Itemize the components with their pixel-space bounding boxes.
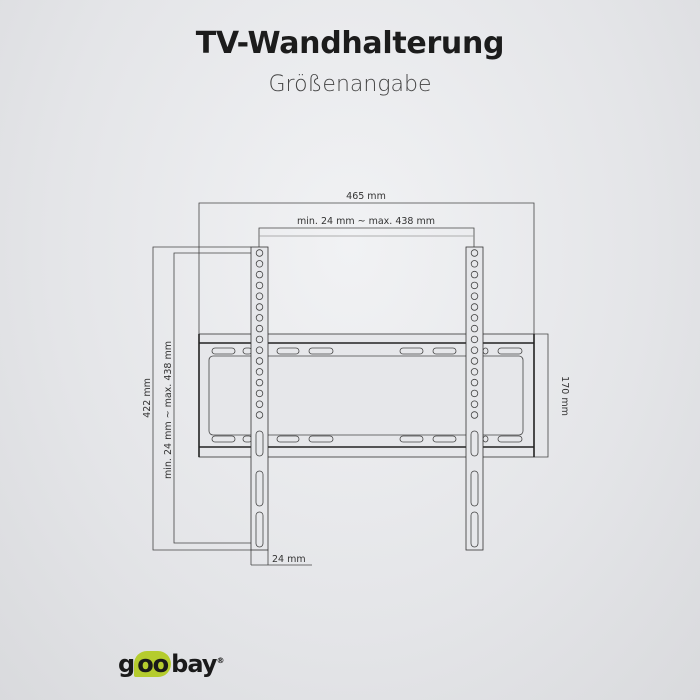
- dim-rail-spacing: min. 24 mm ~ max. 438 mm: [258, 216, 475, 253]
- svg-text:465 mm: 465 mm: [346, 191, 386, 202]
- rail-hole: [470, 281, 479, 290]
- frame-slot: [399, 435, 424, 443]
- rail-hole: [470, 292, 479, 300]
- rail-hole: [255, 260, 264, 268]
- frame-slot: [276, 435, 300, 443]
- frame-slot: [432, 347, 457, 355]
- dim-422: 422 mm: [142, 246, 251, 551]
- svg-text:170 mm: 170 mm: [559, 376, 570, 416]
- left-rail: [250, 246, 269, 551]
- rail-hole: [470, 411, 479, 419]
- svg-text:422 mm: 422 mm: [142, 378, 153, 418]
- wall-frame: [198, 333, 535, 458]
- frame-slot: [497, 435, 523, 443]
- rail-hole: [470, 400, 479, 408]
- rail-hole: [470, 389, 479, 398]
- rail-hole: [470, 249, 479, 257]
- rail-hole: [255, 292, 264, 300]
- rail-hole: [470, 303, 479, 311]
- rail-hole: [255, 357, 264, 365]
- frame-slot: [308, 435, 334, 443]
- frame-slot: [497, 347, 523, 355]
- svg-text:min. 24 mm ~ max. 438 mm: min. 24 mm ~ max. 438 mm: [297, 216, 435, 227]
- rail-hole: [255, 249, 264, 257]
- rail-hole: [470, 314, 479, 322]
- rail-slot: [255, 470, 264, 507]
- svg-text:min. 24 mm ~ max. 438 mm: min. 24 mm ~ max. 438 mm: [163, 341, 174, 479]
- frame-slot: [211, 347, 236, 355]
- frame-slot: [308, 347, 334, 355]
- rail-slot: [255, 430, 264, 457]
- rail-hole: [470, 270, 479, 279]
- rail-hole: [255, 346, 264, 354]
- rail-hole: [470, 378, 479, 387]
- rail-hole: [255, 335, 264, 344]
- frame-slot: [276, 347, 300, 355]
- rail-hole: [255, 411, 264, 419]
- right-rail: [465, 246, 484, 551]
- rail-hole: [255, 303, 264, 311]
- dim-hole-span: min. 24 mm ~ max. 438 mm: [163, 252, 259, 544]
- svg-text:24 mm: 24 mm: [272, 554, 306, 565]
- rail-hole: [470, 346, 479, 354]
- rail-hole: [255, 281, 264, 290]
- rail-slot: [470, 430, 479, 457]
- rail-hole: [470, 335, 479, 344]
- rail-hole: [255, 314, 264, 322]
- rail-hole: [470, 368, 479, 376]
- rail-slot: [470, 470, 479, 507]
- rail-hole: [255, 400, 264, 408]
- rail-hole: [470, 357, 479, 365]
- rail-slot: [470, 511, 479, 548]
- dim-24: 24 mm: [250, 550, 312, 566]
- rail-hole: [255, 270, 264, 279]
- rail-hole: [255, 389, 264, 398]
- frame-slot: [432, 435, 457, 443]
- page-subtitle: Größenangabe: [268, 72, 432, 97]
- frame-slot: [211, 435, 236, 443]
- frame-slot: [399, 347, 424, 355]
- rail-hole: [255, 324, 264, 333]
- rail-hole: [255, 378, 264, 387]
- dim-465: 465 mm: [198, 191, 535, 334]
- rail-slot: [255, 511, 264, 548]
- dim-170: 170 mm: [534, 333, 570, 458]
- rail-hole: [470, 260, 479, 268]
- page-title: TV-Wandhalterung: [195, 26, 505, 61]
- rail-hole: [255, 368, 264, 376]
- rail-hole: [470, 324, 479, 333]
